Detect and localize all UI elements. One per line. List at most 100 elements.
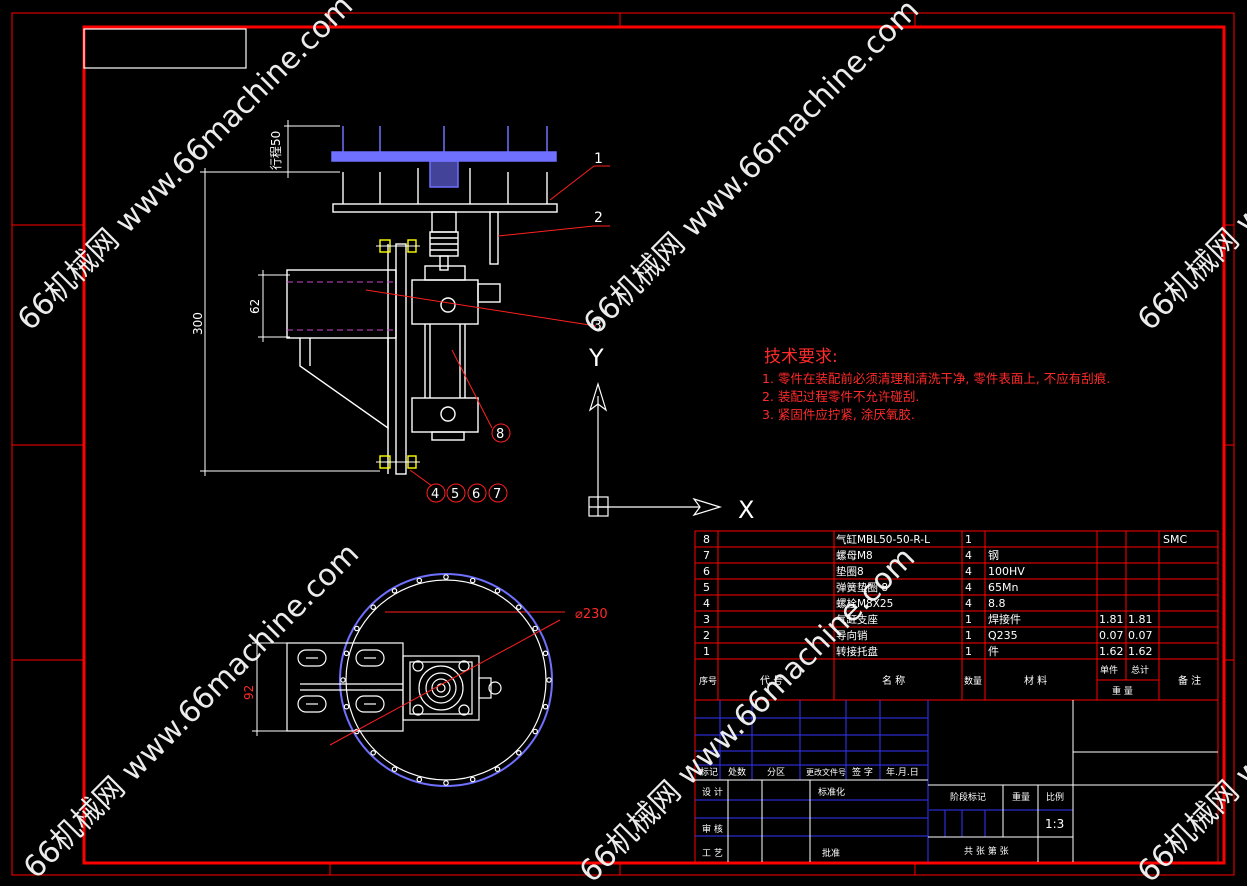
bolt-hole: [532, 625, 539, 632]
bom-cell-qty: 1: [965, 629, 972, 642]
axis-y-label: Y: [588, 344, 604, 372]
svg-text:7: 7: [493, 487, 501, 502]
bom-cell-name: 垫圈8: [836, 565, 864, 578]
bolt-hole: [443, 574, 449, 580]
tech-line-1: 1. 零件在装配前必须清理和清洗干净, 零件表面上, 不应有刮痕.: [762, 371, 1110, 386]
front-view-assembly: [286, 126, 558, 475]
fastener-bolts: [379, 239, 417, 469]
bolt-hole: [546, 677, 552, 683]
svg-text:处数: 处数: [728, 766, 746, 778]
bom-cell-name: 转接托盘: [836, 645, 878, 658]
bom-cell-material: 件: [988, 645, 999, 658]
bolt-hole: [494, 587, 501, 594]
bolt-hole: [515, 604, 522, 611]
bolt-hole: [532, 728, 539, 735]
bom-cell-no: 1: [703, 645, 710, 658]
bom-cell-qty: 1: [965, 645, 972, 658]
bom-cell-qty: 4: [965, 565, 972, 578]
title-block: [694, 699, 1219, 863]
svg-text:工 艺: 工 艺: [702, 848, 723, 859]
svg-text:代 号: 代 号: [760, 675, 783, 687]
bolt-hole: [494, 766, 501, 773]
bolt-hole: [353, 625, 360, 632]
transfer-tray: [331, 126, 557, 188]
axis-x-label: X: [738, 496, 754, 524]
bom-cell-name: 弹簧垫圈 8: [836, 581, 888, 594]
svg-text:更改文件号: 更改文件号: [806, 767, 846, 777]
svg-text:8: 8: [496, 427, 504, 442]
svg-text:数量: 数量: [964, 675, 982, 687]
bom-cell-no: 7: [703, 549, 710, 562]
svg-text:5: 5: [451, 487, 459, 502]
bom-cell-no: 6: [703, 565, 710, 578]
bom-cell-unit: 0.07: [1099, 629, 1124, 642]
bom-cell-name: 气缸支座: [836, 613, 878, 626]
title-block-text: 标记 处数 分区 更改文件号 签 字 年.月.日 设 计 标准化 审 核 工 艺…: [700, 766, 1064, 859]
svg-text:年.月.日: 年.月.日: [886, 766, 919, 778]
svg-text:签 字: 签 字: [852, 766, 873, 778]
bom-cell-name: 螺栓M8X25: [836, 597, 893, 610]
bolt-hole: [469, 776, 476, 783]
ucs-axis-icon: [588, 381, 723, 517]
bolt-hole: [391, 587, 398, 594]
svg-text:标记: 标记: [700, 766, 718, 778]
bom-cell-name: 气缸MBL50-50-R-L: [836, 533, 930, 546]
sheet-border: [11, 12, 1235, 876]
bom-cell-unit: 1.62: [1099, 645, 1124, 658]
svg-text:66机械网 www.66machine.com: 66机械网 www.66machine.com: [577, 0, 926, 342]
tech-title: 技术要求:: [764, 347, 838, 367]
bom-cell-unit: 1.81: [1099, 613, 1124, 626]
svg-text:重量: 重量: [1012, 791, 1030, 803]
bolt-hole: [416, 776, 423, 783]
svg-text:66机械网 www.66machine.com: 66机械网 www.66machine.com: [1131, 0, 1247, 338]
offset-dimension: 92: [242, 685, 256, 700]
top-view-assembly: [252, 573, 561, 787]
bolt-hole: [469, 577, 476, 584]
bom-cell-no: 3: [703, 613, 710, 626]
bolt-hole: [542, 703, 549, 710]
svg-text:比例: 比例: [1046, 791, 1064, 803]
bom-cell-no: 4: [703, 597, 710, 610]
svg-text:4: 4: [431, 487, 439, 502]
svg-text:名 称: 名 称: [882, 674, 905, 687]
svg-text:总计: 总计: [1131, 664, 1149, 676]
balloon-2: 2: [594, 210, 603, 226]
svg-text:材 料: 材 料: [1024, 674, 1047, 687]
scale-value: 1:3: [1045, 817, 1064, 831]
leader-lines: [365, 165, 610, 613]
bom-cell-name: 导向销: [836, 629, 868, 642]
bolt-hole: [370, 604, 377, 611]
bolt-hole: [370, 749, 377, 756]
bom-cell-no: 5: [703, 581, 710, 594]
svg-text:批准: 批准: [822, 847, 840, 859]
svg-text:备 注: 备 注: [1178, 674, 1201, 687]
svg-text:共 张 第 张: 共 张 第 张: [964, 845, 1009, 857]
bom-cell-qty: 4: [965, 597, 972, 610]
svg-text:审 核: 审 核: [702, 823, 723, 835]
bom-cell-total: 1.62: [1128, 645, 1153, 658]
width-dimension: 62: [248, 299, 262, 314]
svg-text:重 量: 重 量: [1112, 685, 1133, 697]
bolt-hole: [343, 650, 350, 657]
svg-text:66机械网 www.66machine.com: 66机械网 www.66machine.com: [11, 0, 360, 338]
bolt-hole: [391, 766, 398, 773]
stroke-dimension: 行程50: [268, 131, 283, 170]
bolt-hole: [340, 677, 346, 683]
bom-header: 序号 代 号 名 称 数量 材 料 单件 总计 重 量 备 注: [699, 664, 1201, 697]
bom-cell-name: 螺母M8: [836, 550, 873, 562]
bolt-hole: [542, 650, 549, 657]
svg-text:标准化: 标准化: [818, 786, 845, 798]
technical-requirements: 技术要求: 1. 零件在装配前必须清理和清洗干净, 零件表面上, 不应有刮痕. …: [762, 347, 1110, 422]
bolt-hole: [443, 780, 449, 786]
tech-line-3: 3. 紧固件应拧紧, 涂厌氧胶.: [762, 407, 915, 422]
bom-cell-material: 钢: [988, 549, 999, 562]
bom-cell-total: 1.81: [1128, 613, 1153, 626]
bom-cell-no: 2: [703, 629, 710, 642]
bolt-hole: [343, 703, 350, 710]
bom-cell-qty: 1: [965, 533, 972, 546]
bom-cell-qty: 1: [965, 613, 972, 626]
bom-cell-total: 0.07: [1128, 629, 1153, 642]
svg-text:分区: 分区: [767, 767, 785, 778]
